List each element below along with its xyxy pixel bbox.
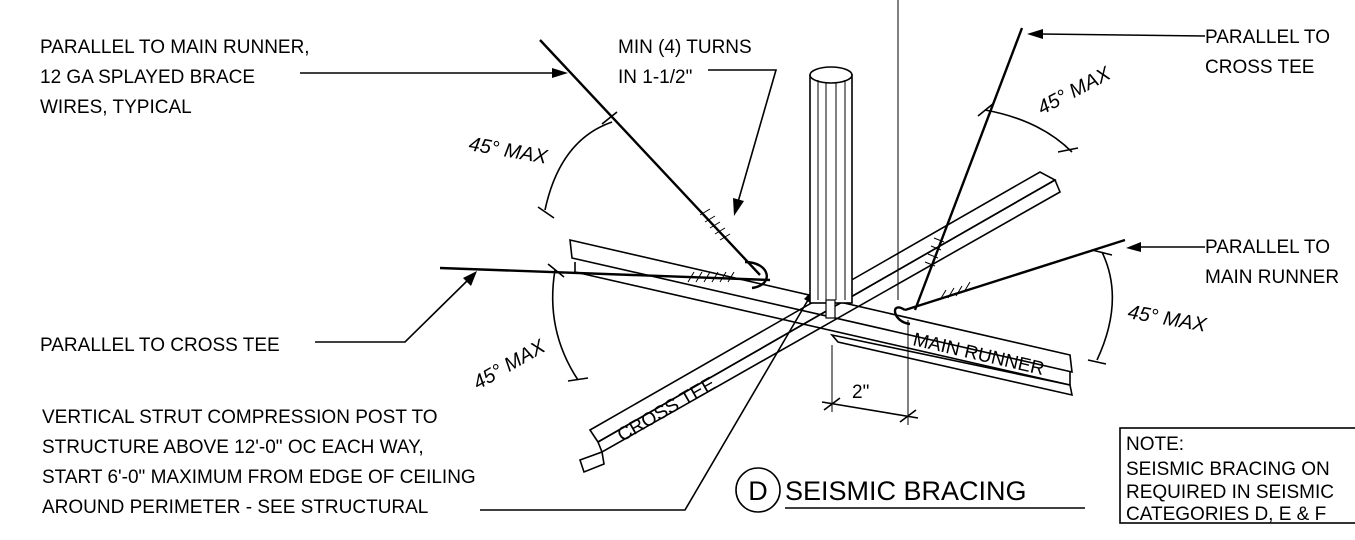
compression-post: [809, 66, 853, 319]
label-vertical-strut: VERTICAL STRUT COMPRESSION POST TO STRUC…: [42, 407, 476, 518]
angle-label-bottom-right: 45° MAX: [1126, 301, 1208, 337]
note-box: NOTE: SEISMIC BRACING ON REQUIRED IN SEI…: [1119, 427, 1355, 525]
label-line: 12 GA SPLAYED BRACE: [40, 67, 255, 88]
label-line: MAIN RUNNER: [1205, 267, 1339, 288]
label-line: PARALLEL TO: [1205, 27, 1330, 48]
label-line: MIN (4) TURNS: [618, 37, 752, 58]
label-line: STRUCTURE ABOVE 12'-0" OC EACH WAY,: [42, 437, 424, 458]
note-line: CATEGORIES D, E & F: [1126, 504, 1326, 525]
brace-wires: [439, 27, 1126, 326]
label-line: CROSS TEE: [1205, 57, 1314, 78]
angle-arcs: [537, 102, 1114, 382]
detail-marker-circle: [735, 467, 781, 513]
label-line: PARALLEL TO: [1205, 237, 1330, 258]
label-line: WIRES, TYPICAL: [40, 97, 192, 118]
drawing-title: D SEISMIC BRACING: [735, 467, 1085, 513]
label-main-runner-brace: PARALLEL TO MAIN RUNNER, 12 GA SPLAYED B…: [40, 37, 310, 118]
note-heading: NOTE:: [1126, 434, 1184, 455]
label-line: PARALLEL TO MAIN RUNNER,: [40, 37, 310, 58]
label-parallel-cross-tee-left: PARALLEL TO CROSS TEE: [40, 335, 280, 356]
label-line: VERTICAL STRUT COMPRESSION POST TO: [42, 407, 438, 428]
label-main-runner: MAIN RUNNER: [911, 329, 1046, 380]
note-line: SEISMIC BRACING ON: [1126, 459, 1330, 480]
note-line: REQUIRED IN SEISMIC: [1126, 482, 1334, 503]
label-line: START 6'-0" MAXIMUM FROM EDGE OF CEILING: [42, 467, 476, 488]
cross-tee-rail: [578, 171, 1062, 474]
angle-label-top-left: 45° MAX: [467, 133, 549, 169]
dimension-two-inch: 2": [821, 320, 919, 425]
title-text: SEISMIC BRACING: [785, 476, 1027, 506]
label-line: AROUND PERIMETER - SEE STRUCTURAL: [42, 497, 428, 518]
label-parallel-cross-tee-top: PARALLEL TO CROSS TEE: [1205, 27, 1330, 78]
main-runner-rail: [569, 238, 1074, 397]
angle-label-top-right: 45° MAX: [1034, 63, 1115, 120]
label-parallel-main-runner-right: PARALLEL TO MAIN RUNNER: [1205, 237, 1339, 288]
label-min-turns: MIN (4) TURNS IN 1-1/2": [618, 37, 752, 88]
wire-twist-marks: [687, 208, 971, 301]
dimension-label: 2": [852, 382, 869, 403]
angle-label-bottom-left: 45° MAX: [470, 335, 550, 394]
detail-marker: D: [748, 476, 768, 506]
label-cross-tee: CROSS TEE: [614, 373, 719, 446]
label-line: IN 1-1/2": [618, 67, 692, 88]
